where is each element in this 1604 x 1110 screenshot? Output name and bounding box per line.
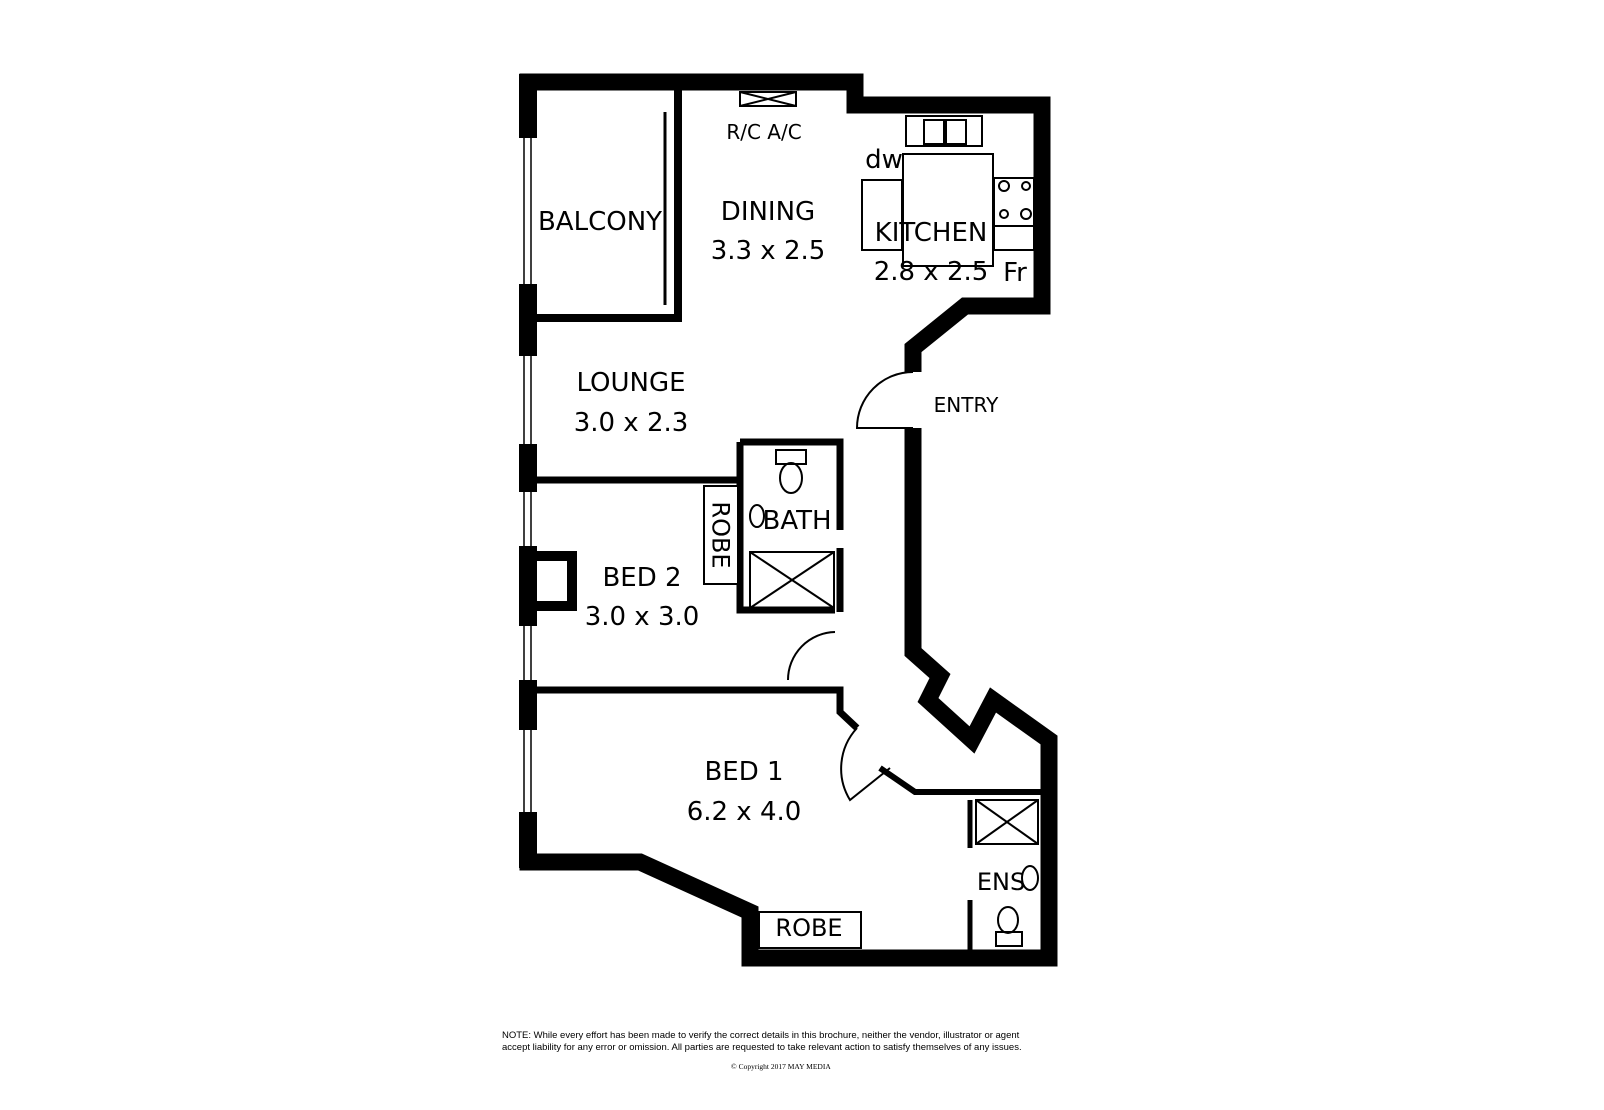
balcony-label: BALCONY	[537, 207, 663, 237]
bath-basin	[749, 504, 765, 528]
sink	[905, 115, 983, 147]
fridge	[993, 225, 1035, 251]
ens-toilet	[997, 906, 1019, 934]
bath-label: BATH	[762, 506, 832, 536]
bed1-label: BED 1	[704, 757, 784, 787]
dishwasher	[861, 179, 903, 251]
bed1-door	[840, 727, 891, 802]
dining-label: DINING	[720, 197, 816, 227]
kitchen-island	[902, 153, 994, 267]
ens-shower	[975, 799, 1039, 845]
doors	[787, 371, 914, 802]
bed2-door	[787, 631, 836, 681]
exterior-walls	[519, 73, 1058, 967]
left-wall-segments	[519, 74, 537, 868]
toilet-cistern	[775, 449, 807, 465]
bed1-size: 6.2 x 4.0	[686, 797, 802, 827]
windows	[523, 138, 532, 812]
note-line-2: accept liability for any error or omissi…	[502, 1042, 1022, 1053]
lounge-label: LOUNGE	[576, 368, 686, 398]
fridge-label: Fr	[1003, 258, 1027, 288]
kitchen-size: 2.8 x 2.5	[873, 257, 989, 287]
dining-size: 3.3 x 2.5	[710, 236, 826, 266]
fixtures	[739, 91, 1039, 947]
ens-basin	[1021, 865, 1039, 891]
bed1-robe-label: ROBE	[775, 914, 843, 942]
kitchen-label: KITCHEN	[874, 218, 988, 248]
note-line-1: NOTE: While every effort has been made t…	[502, 1030, 1020, 1041]
interior-walls	[525, 90, 1042, 950]
ens-label: ENS	[976, 868, 1026, 896]
disclaimer-note: NOTE: While every effort has been made t…	[502, 1030, 1022, 1054]
ac-unit	[739, 91, 797, 107]
entry-label: ENTRY	[933, 393, 999, 417]
ac-label: R/C A/C	[726, 120, 802, 144]
bath-shower	[749, 551, 835, 609]
bed2-label: BED 2	[602, 563, 682, 593]
toilet	[779, 462, 803, 494]
copyright: © Copyright 2017 MAY MEDIA	[731, 1062, 831, 1071]
robe-label: ROBE	[707, 501, 736, 569]
lounge-size: 3.0 x 2.3	[573, 408, 689, 438]
bed2-size: 3.0 x 3.0	[584, 602, 700, 632]
dishwasher-label: dw	[865, 145, 903, 175]
entry-door	[855, 371, 914, 429]
bed2-robe: ROBE	[704, 486, 738, 584]
